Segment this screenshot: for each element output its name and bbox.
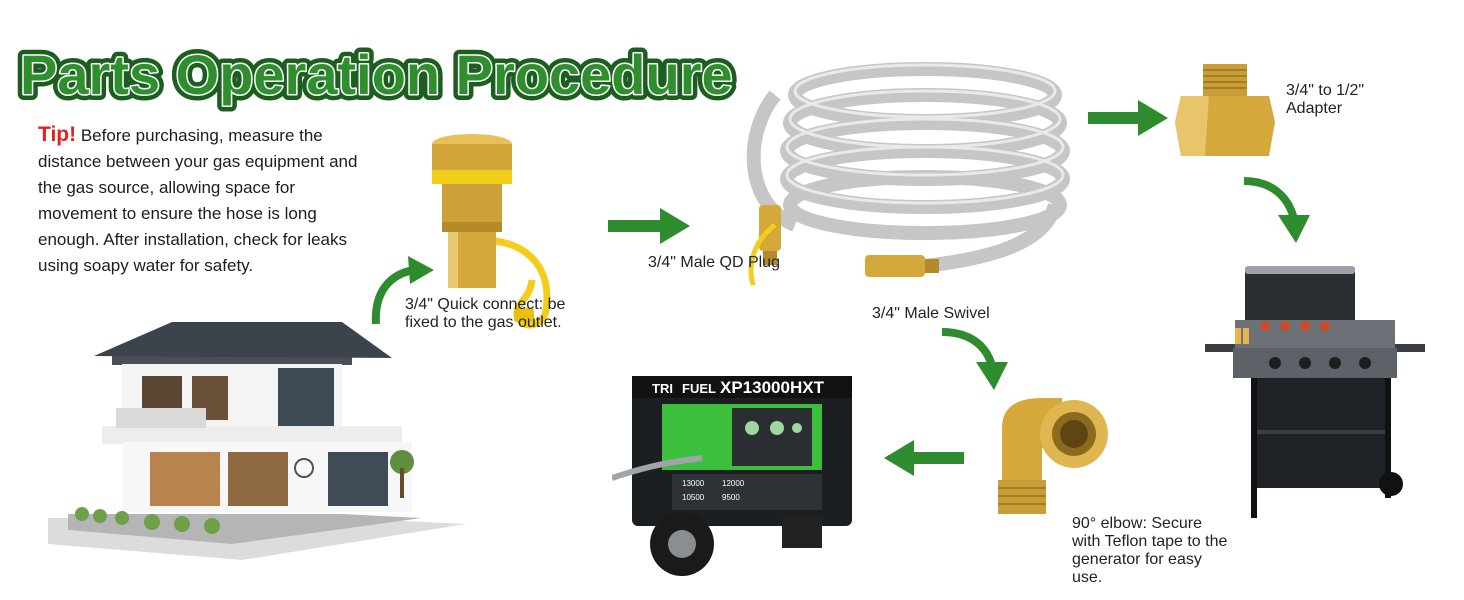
- page-title: Parts Operation Procedure Parts Operatio…: [14, 37, 739, 112]
- generator-model: XP13000HXT: [720, 378, 825, 397]
- house-image: [48, 322, 466, 560]
- generator-panel-value-1: 13000: [682, 479, 705, 488]
- svg-text:Parts Operation Procedure: Parts Operation Procedure: [20, 43, 733, 106]
- arrow-left-icon: [884, 440, 964, 476]
- svg-text:Parts Operation Procedure: Parts Operation Procedure: [20, 43, 733, 106]
- adapter-image: [1175, 64, 1275, 156]
- generator-panel-value-2: 12000: [722, 479, 745, 488]
- quick-connect-image: [432, 134, 551, 329]
- caption-qd-plug: 3/4" Male QD Plug: [648, 254, 780, 271]
- generator-panel-value-3: 10500: [682, 493, 705, 502]
- arrow-right-icon-2: [1088, 100, 1168, 136]
- hose-image: [746, 62, 1070, 285]
- grill-image: [1205, 266, 1425, 518]
- arrow-right-icon: [608, 208, 690, 244]
- caption-male-swivel: 3/4" Male Swivel: [872, 305, 990, 322]
- caption-adapter: 3/4" to 1/2" Adapter: [1286, 82, 1365, 117]
- caption-quick-connect: 3/4" Quick connect: be fixed to the gas …: [405, 296, 566, 331]
- generator-brand-right: FUEL: [682, 381, 716, 396]
- generator-brand-left: TRI: [652, 381, 673, 396]
- arrow-curved-down-icon-2: [941, 328, 1008, 390]
- tip-text: Before purchasing, measure the distance …: [38, 126, 358, 275]
- arrow-curved-up-icon: [371, 256, 434, 325]
- page-title-text: Parts Operation Procedure: [20, 43, 733, 106]
- generator-panel-value-4: 9500: [722, 493, 740, 502]
- elbow-image: [998, 398, 1108, 514]
- caption-elbow: 90° elbow: Secure with Teflon tape to th…: [1072, 515, 1228, 586]
- tip-block: Tip! Before purchasing, measure the dist…: [38, 122, 378, 279]
- generator-image: TRI FUEL XP13000HXT 13000 12000 10500 95…: [612, 376, 852, 576]
- arrow-curved-down-icon: [1243, 177, 1310, 243]
- tip-label: Tip!: [38, 123, 77, 146]
